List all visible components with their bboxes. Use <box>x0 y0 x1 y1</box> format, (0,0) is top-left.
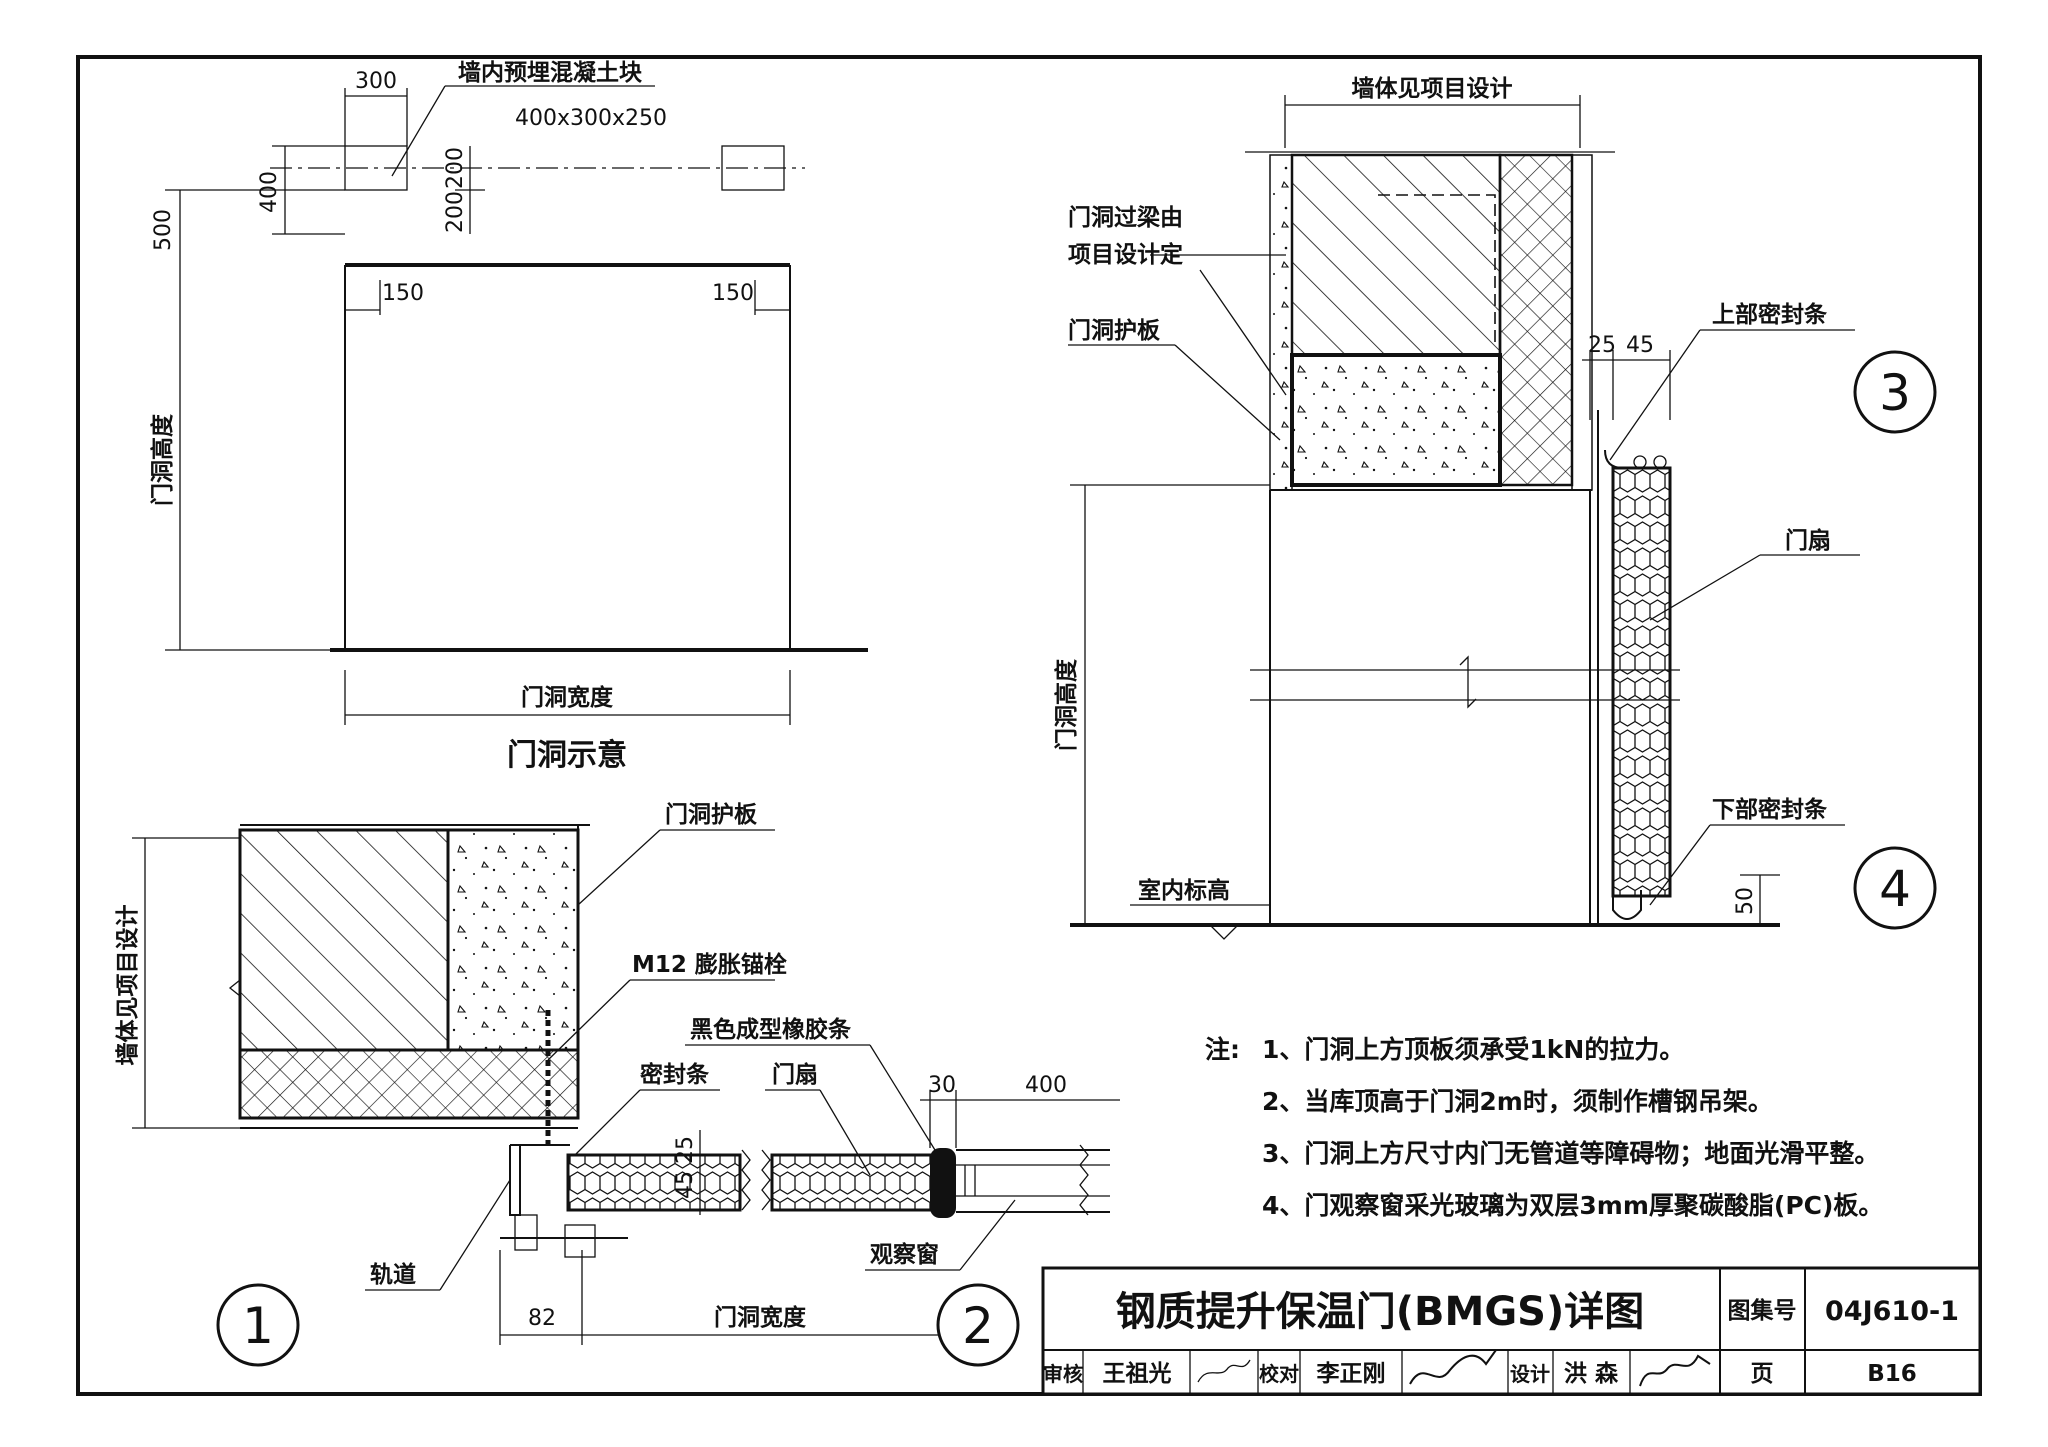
page-label: 页 <box>1751 1361 1774 1387</box>
bottom-seal-label: 下部密封条 <box>1712 796 1827 823</box>
plan-detail-view: 墙体见项目设计 30 400 25 45 <box>115 801 1120 1367</box>
callout-4-circle <box>1853 846 1937 930</box>
plan-dim-82: 82 <box>528 1306 556 1331</box>
track-label: 轨道 <box>370 1261 416 1288</box>
masonry-wall <box>1290 153 1502 357</box>
callout-3-circle <box>1853 350 1937 434</box>
door-leaf-plan-left <box>566 1153 742 1212</box>
designer-signature <box>1639 1354 1711 1387</box>
plan-width-label: 门洞宽度 <box>714 1304 807 1331</box>
insulation-panel-section <box>1498 153 1574 487</box>
callout-2-circle <box>936 1283 1020 1367</box>
doorway-width-label: 门洞宽度 <box>521 684 614 711</box>
plan-concrete <box>446 828 580 1052</box>
block-label: 墙内预埋混凝土块 <box>458 59 642 86</box>
top-seal-label: 上部密封条 <box>1712 301 1827 328</box>
doorway-elevation-view: 300 墙内预埋混凝土块 400x300x250 400 200 200 500… <box>149 59 868 773</box>
note-1: 1、门洞上方顶板须承受1kN的拉力。 <box>1262 1035 1684 1064</box>
lintel-note-line1: 门洞过梁由 <box>1068 204 1183 231</box>
section-wall-label: 墙体见项目设计 <box>1352 76 1513 102</box>
sheet-border <box>76 55 1982 1396</box>
plan-dim-30: 30 <box>928 1073 956 1098</box>
plan-guard-label: 门洞护板 <box>665 801 758 828</box>
callout-4: 4 <box>1879 860 1911 918</box>
door-leaf-plan-right <box>770 1153 934 1212</box>
window-label: 观察窗 <box>870 1241 939 1268</box>
reviewer-signature <box>1197 1359 1251 1383</box>
plan-insulation <box>238 1048 580 1120</box>
plan-door-leaf-label: 门扇 <box>772 1061 818 1088</box>
guard-plate-section <box>1269 154 1293 491</box>
designer-name: 洪 森 <box>1564 1360 1619 1387</box>
dim-300: 300 <box>355 69 397 94</box>
doorway-height-label: 门洞高度 <box>149 413 176 506</box>
plan-seal-label: 密封条 <box>640 1061 709 1088</box>
door-leaf-section <box>1611 466 1672 898</box>
plan-wall-label: 墙体见项目设计 <box>115 905 141 1066</box>
design-label: 设计 <box>1510 1362 1550 1386</box>
rubber-strip-label: 黑色成型橡胶条 <box>690 1016 851 1043</box>
dim-200-lower: 200 <box>443 191 468 233</box>
plan-dim-45: 45 <box>673 1171 698 1199</box>
note-4: 4、门观察窗采光玻璃为双层3mm厚聚碳酸脂(PC)板。 <box>1262 1191 1883 1220</box>
dim-200-upper: 200 <box>443 147 468 189</box>
callout-1: 1 <box>242 1297 274 1355</box>
doorway-caption: 门洞示意 <box>507 738 627 773</box>
anchor-bolt-label: M12 膨胀锚栓 <box>632 952 787 978</box>
drawing-title: 钢质提升保温门(BMGS)详图 <box>1116 1289 1645 1335</box>
section-dim-25: 25 <box>1588 333 1616 358</box>
embedded-block-left <box>344 145 408 191</box>
section-height-label: 门洞高度 <box>1053 658 1080 751</box>
checker-name: 李正刚 <box>1317 1361 1386 1387</box>
track-bracket <box>509 1144 570 1216</box>
atlas-label: 图集号 <box>1728 1297 1797 1324</box>
section-guard-label: 门洞护板 <box>1068 317 1161 344</box>
notes-prefix: 注: <box>1205 1035 1240 1064</box>
lintel-note-line2: 项目设计定 <box>1068 241 1183 268</box>
dim-500: 500 <box>151 209 176 251</box>
plan-masonry <box>238 828 450 1052</box>
dim-150-right: 150 <box>712 281 754 306</box>
reviewer-name: 王祖光 <box>1103 1361 1172 1387</box>
callout-1-circle <box>216 1283 300 1367</box>
note-2: 2、当库顶高于门洞2m时，须制作槽钢吊架。 <box>1262 1087 1773 1116</box>
plan-dim-400: 400 <box>1025 1073 1067 1098</box>
dim-400: 400 <box>257 171 282 213</box>
atlas-number: 04J610-1 <box>1825 1296 1959 1327</box>
callout-2: 2 <box>962 1297 994 1355</box>
section-dim-45: 45 <box>1626 333 1654 358</box>
note-3: 3、门洞上方尺寸内门无管道等障碍物；地面光滑平整。 <box>1262 1139 1879 1168</box>
plan-dim-25: 25 <box>673 1136 698 1164</box>
checker-signature <box>1409 1349 1497 1385</box>
check-label: 校对 <box>1259 1362 1299 1386</box>
rubber-strip <box>930 1148 956 1218</box>
review-label: 审核 <box>1043 1362 1083 1386</box>
page-number: B16 <box>1867 1361 1917 1387</box>
block-size: 400x300x250 <box>515 106 667 131</box>
dim-150-left: 150 <box>382 281 424 306</box>
section-door-leaf-label: 门扇 <box>1785 527 1831 554</box>
lintel-beam <box>1290 353 1502 487</box>
callout-3: 3 <box>1879 364 1911 422</box>
section-dim-50: 50 <box>1733 887 1758 915</box>
floor-level-label: 室内标高 <box>1138 877 1230 904</box>
vertical-section-view: 墙体见项目设计 室内标高 门洞过梁由 项目设计定 <box>1053 76 1937 940</box>
title-block: 钢质提升保温门(BMGS)详图 图集号 04J610-1 审核 王祖光 校对 李… <box>1041 1266 1982 1396</box>
notes-block: 注: 1、门洞上方顶板须承受1kN的拉力。 2、当库顶高于门洞2m时，须制作槽钢… <box>1205 1035 1883 1220</box>
